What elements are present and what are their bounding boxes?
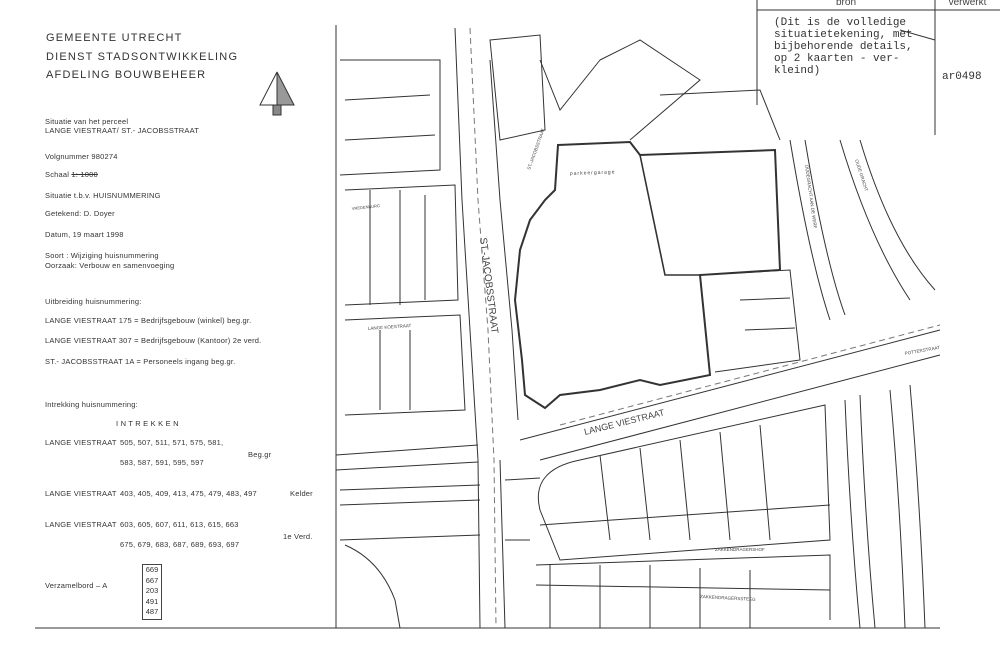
map-label-zakkendragershof: ZAKKENDRAGERSHOF bbox=[715, 547, 765, 552]
intrekking-street: LANGE VIESTRAAT bbox=[45, 489, 117, 498]
volgnummer: Volgnummer 980274 bbox=[45, 152, 118, 161]
bron-line: (Dit is de volledige bbox=[774, 17, 907, 29]
uitbreiding-item: LANGE VIESTRAAT 307 = Bedrijfsgebouw (Ka… bbox=[45, 336, 262, 345]
map-label-parkeergarage: parkeergarage bbox=[570, 169, 616, 177]
north-arrow-icon bbox=[259, 71, 295, 116]
map-label-potterstraat: POTTERSTRAAT bbox=[904, 345, 940, 356]
header-municipality: GEMEENTE UTRECHT bbox=[46, 32, 183, 44]
verwerkt-code: ar0498 bbox=[942, 71, 982, 83]
uitbreiding-title: Uitbreiding huisnummering: bbox=[45, 297, 142, 306]
oorzaak: Oorzaak: Verbouw en samenvoeging bbox=[45, 261, 175, 270]
parkeergarage-outline bbox=[513, 140, 782, 410]
map-label-zakkendragerssteeg: ZAKKENDRAGERSSTEEG bbox=[700, 594, 756, 602]
verzamelbord-box: 669 667 203 491 487 bbox=[142, 564, 162, 620]
bron-line: op 2 kaarten - ver- bbox=[774, 53, 900, 65]
datum: Datum, 19 maart 1998 bbox=[45, 230, 124, 239]
building-block-south bbox=[537, 404, 831, 561]
verzamelbord-number: 669 bbox=[145, 565, 159, 574]
bron-text: (Dit is de volledige situatietekening, m… bbox=[774, 17, 913, 77]
perceel: LANGE VIESTRAAT/ ST.- JACOBSSTRAAT bbox=[45, 126, 200, 135]
map-label-st-jacobsstraat: ST.-JACOBSSTRAAT bbox=[477, 237, 500, 334]
bron-line: bijbehorende details, bbox=[774, 41, 913, 53]
bron-line: kleind) bbox=[774, 65, 821, 77]
intrekking-floor: 1e Verd. bbox=[283, 532, 313, 541]
intrekking-numbers: 675, 679, 683, 687, 689, 693, 697 bbox=[120, 540, 240, 549]
column-header-verwerkt: verwerkt bbox=[948, 0, 987, 8]
schaal-value: 1: 1000 bbox=[71, 170, 98, 179]
intrekking-floor: Beg.gr bbox=[248, 450, 272, 459]
map-label-lange-viestraat: LANGE VIESTRAAT bbox=[583, 407, 666, 437]
intrekking-floor: Kelder bbox=[290, 489, 313, 498]
verzamelbord-number: 667 bbox=[145, 575, 159, 585]
verzamelbord-number: 491 bbox=[145, 596, 159, 606]
intrekking-title: Intrekking huisnummering: bbox=[45, 400, 138, 409]
schaal: Schaal 1: 1000 bbox=[45, 170, 98, 179]
intrekking-numbers: 603, 605, 607, 611, 613, 615, 663 bbox=[120, 520, 239, 529]
bron-line: situatietekening, met bbox=[774, 29, 913, 41]
soort: Soort : Wijziging huisnummering bbox=[45, 251, 159, 260]
verzamelbord-number: 487 bbox=[145, 607, 159, 616]
header-department: DIENST STADSONTWIKKELING bbox=[46, 51, 239, 63]
map-label-lange-koestraat: LANGE KOESTRAAT bbox=[368, 323, 412, 331]
intrekking-street: LANGE VIESTRAAT bbox=[45, 438, 117, 447]
intrekking-numbers: 403, 405, 409, 413, 475, 479, 483, 497 bbox=[120, 489, 257, 498]
schaal-label: Schaal bbox=[45, 170, 70, 179]
intrekken-heading: I N T R E K K E N bbox=[116, 419, 179, 428]
uitbreiding-item: ST.- JACOBSSTRAAT 1A = Personeels ingang… bbox=[45, 357, 236, 366]
situatie-label: Situatie van het perceel bbox=[45, 117, 129, 126]
map-label-oudegracht: OUDE GRACHT bbox=[854, 159, 869, 192]
map-label-vredenburg: VREDENBURG bbox=[352, 203, 381, 211]
intrekking-numbers: 583, 587, 591, 595, 597 bbox=[120, 458, 204, 467]
map-label-oudegracht-werf: OUDEGRACHT AAN DE WERF bbox=[804, 164, 818, 228]
intrekking-street: LANGE VIESTRAAT bbox=[45, 520, 117, 529]
intrekking-numbers: 505, 507, 511, 571, 575, 581, bbox=[120, 438, 224, 447]
verzamelbord-number: 203 bbox=[145, 586, 159, 595]
canal-edge bbox=[789, 139, 831, 321]
archive-table-grid bbox=[756, 0, 1000, 135]
road-edge bbox=[454, 27, 481, 629]
column-header-bron: bron bbox=[835, 0, 856, 8]
uitbreiding-item: LANGE VIESTRAAT 175 = Bedrijfsgebouw (wi… bbox=[45, 316, 252, 325]
getekend: Getekend: D. Doyer bbox=[45, 209, 115, 218]
road-edge bbox=[519, 329, 941, 441]
header-division: AFDELING BOUWBEHEER bbox=[46, 69, 207, 81]
situatie-tbv: Situatie t.b.v. HUISNUMMERING bbox=[45, 191, 161, 200]
verzamelbord-label: Verzamelbord – A bbox=[45, 581, 108, 590]
